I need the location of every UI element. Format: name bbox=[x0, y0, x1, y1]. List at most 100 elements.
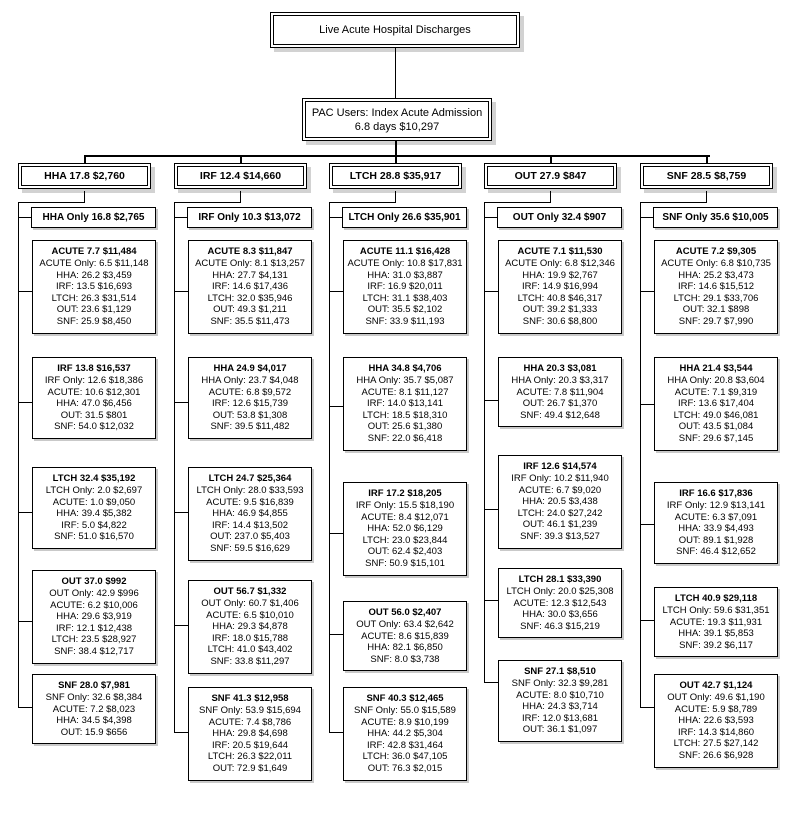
only-box-ltch-label: LTCH Only 26.6 $35,901 bbox=[348, 211, 461, 223]
connector-out-spine bbox=[484, 202, 485, 682]
detail-line: ACUTE: 6.7 $9,020 bbox=[518, 484, 602, 496]
detail-line: SNF: 26.6 $6,928 bbox=[678, 749, 754, 761]
detail-line: SNF: 29.7 $7,990 bbox=[678, 315, 754, 327]
connector-snf-head-left bbox=[640, 202, 707, 203]
detail-line: ACUTE: 8.4 $12,071 bbox=[361, 511, 449, 523]
detail-line: IRF: 14.6 $15,512 bbox=[677, 281, 755, 293]
detail-line: HHA: 39.1 $5,853 bbox=[678, 628, 754, 640]
detail-line: ACUTE: 12.3 $12,543 bbox=[513, 597, 607, 609]
detail-line: LTCH: 24.0 $27,242 bbox=[517, 507, 603, 519]
detail-line: ACUTE: 7.1 $9,319 bbox=[674, 386, 758, 398]
connector-irf-to-box-3 bbox=[174, 512, 188, 513]
root-node: Live Acute Hospital Discharges bbox=[270, 12, 520, 48]
detail-line: SNF Only: 53.9 $15,694 bbox=[199, 705, 301, 716]
detail-line: ACUTE: 8.9 $10,199 bbox=[361, 716, 449, 728]
detail-line: LTCH Only: 2.0 $2,697 bbox=[45, 485, 143, 496]
detail-line: LTCH: 40.8 $46,317 bbox=[517, 292, 603, 304]
connector-snf-head-down bbox=[706, 191, 707, 202]
connector-out-head-down bbox=[550, 191, 551, 202]
detail-line: SNF Only: 55.0 $15,589 bbox=[354, 705, 456, 716]
connector-bus-to-irf bbox=[240, 155, 242, 163]
detail-box: OUT 37.0 $992 OUT Only: 42.9 $996 ACUTE:… bbox=[32, 570, 156, 664]
connector-snf-to-box-3 bbox=[640, 524, 654, 525]
detail-line: ACUTE: 6.8 $9,572 bbox=[208, 386, 292, 398]
detail-line: OUT: 43.5 $1,084 bbox=[678, 421, 754, 433]
detail-line: SNF: 22.0 $6,418 bbox=[367, 432, 443, 444]
detail-title: HHA 21.4 $3,544 bbox=[679, 363, 753, 374]
detail-box: IRF 12.6 $14,574 IRF Only: 10.2 $11,940 … bbox=[498, 455, 622, 549]
detail-line: LTCH: 23.0 $23,844 bbox=[362, 534, 448, 546]
detail-line: IRF Only: 15.5 $18,190 bbox=[355, 500, 455, 511]
detail-line: SNF: 46.3 $15,219 bbox=[520, 620, 600, 632]
detail-box: ACUTE 7.1 $11,530 ACUTE Only: 6.8 $12,34… bbox=[498, 240, 622, 334]
detail-line: HHA: 29.8 $4,698 bbox=[212, 728, 288, 740]
detail-line: HHA: 52.0 $6,129 bbox=[367, 523, 443, 535]
connector-out-to-only bbox=[484, 217, 498, 218]
detail-line: OUT Only: 60.7 $1,406 bbox=[201, 598, 299, 609]
connector-out-to-box-3 bbox=[484, 509, 498, 510]
index-node-label: PAC Users: Index Acute Admission 6.8 day… bbox=[311, 106, 483, 133]
detail-line: SNF: 39.2 $6,117 bbox=[679, 639, 753, 651]
connector-snf-to-box-4 bbox=[640, 620, 654, 621]
detail-line: OUT: 89.1 $1,928 bbox=[678, 534, 754, 546]
detail-line: OUT: 53.8 $1,308 bbox=[212, 409, 288, 421]
detail-title: SNF 28.0 $7,981 bbox=[58, 680, 130, 691]
detail-line: OUT: 237.0 $5,403 bbox=[210, 531, 290, 543]
connector-irf-to-box-2 bbox=[174, 402, 188, 403]
connector-irf-head-left bbox=[174, 202, 241, 203]
detail-line: ACUTE: 8.1 $11,127 bbox=[361, 386, 449, 398]
column-head-hha: HHA 17.8 $2,760 bbox=[18, 163, 151, 189]
detail-line: HHA: 29.6 $3,919 bbox=[56, 611, 132, 623]
column-head-out: OUT 27.9 $847 bbox=[484, 163, 617, 189]
detail-line: IRF Only: 10.2 $11,940 bbox=[511, 473, 609, 484]
connector-ltch-to-box-5 bbox=[329, 732, 343, 733]
detail-title: OUT 37.0 $992 bbox=[61, 576, 127, 587]
connector-hha-to-box-4 bbox=[18, 621, 32, 622]
detail-line: ACUTE: 1.0 $9,050 bbox=[52, 496, 136, 508]
connector-hha-to-box-5 bbox=[18, 707, 32, 708]
detail-line: IRF: 16.9 $20,011 bbox=[367, 281, 443, 293]
detail-line: HHA: 31.0 $3,887 bbox=[367, 269, 443, 281]
connector-head-bus bbox=[84, 155, 710, 157]
connector-snf-to-box-1 bbox=[640, 291, 654, 292]
only-box-hha: HHA Only 16.8 $2,765 bbox=[31, 207, 156, 228]
column-head-ltch: LTCH 28.8 $35,917 bbox=[329, 163, 462, 189]
detail-title: SNF 27.1 $8,510 bbox=[524, 666, 596, 677]
detail-line: IRF: 14.3 $14,860 bbox=[677, 726, 755, 738]
detail-title: OUT 56.7 $1,332 bbox=[213, 586, 287, 597]
detail-line: SNF: 59.5 $16,629 bbox=[210, 542, 290, 554]
column-head-irf: IRF 12.4 $14,660 bbox=[174, 163, 307, 189]
detail-line: HHA Only: 20.3 $3,317 bbox=[511, 375, 609, 386]
detail-title: LTCH 24.7 $25,364 bbox=[208, 473, 292, 484]
detail-line: OUT: 72.9 $1,649 bbox=[212, 762, 288, 774]
detail-line: OUT: 15.9 $656 bbox=[60, 726, 128, 738]
detail-line: ACUTE: 6.3 $7,091 bbox=[674, 511, 758, 523]
detail-line: HHA: 46.9 $4,855 bbox=[212, 508, 288, 520]
detail-line: HHA: 82.1 $6,850 bbox=[367, 642, 443, 654]
detail-line: SNF: 39.5 $11,482 bbox=[210, 421, 290, 433]
detail-line: SNF: 25.9 $8,450 bbox=[56, 315, 132, 327]
detail-line: IRF: 12.0 $13,681 bbox=[521, 712, 599, 724]
detail-line: ACUTE: 6.5 $10,010 bbox=[206, 609, 294, 621]
connector-bus-to-ltch bbox=[395, 155, 397, 163]
detail-line: LTCH: 23.5 $28,927 bbox=[51, 634, 137, 646]
detail-line: SNF: 29.6 $7,145 bbox=[678, 432, 754, 444]
only-box-snf: SNF Only 35.6 $10,005 bbox=[653, 207, 778, 228]
detail-line: ACUTE: 7.8 $11,904 bbox=[516, 386, 604, 398]
detail-title: HHA 34.8 $4,706 bbox=[368, 363, 442, 374]
detail-line: ACUTE Only: 10.8 $17,831 bbox=[347, 258, 463, 269]
connector-snf-to-only bbox=[640, 217, 654, 218]
detail-line: SNF: 46.4 $12,652 bbox=[676, 546, 756, 558]
connector-ltch-to-only bbox=[329, 217, 343, 218]
connector-bus-to-hha bbox=[84, 155, 86, 163]
detail-line: SNF Only: 32.6 $8,384 bbox=[45, 692, 143, 703]
detail-line: OUT: 25.6 $1,380 bbox=[367, 421, 443, 433]
detail-title: ACUTE 7.2 $9,305 bbox=[675, 246, 757, 257]
detail-line: SNF: 8.0 $3,738 bbox=[370, 653, 440, 665]
detail-line: SNF: 39.3 $13,527 bbox=[520, 530, 600, 542]
connector-ltch-to-box-4 bbox=[329, 634, 343, 635]
detail-line: HHA: 27.7 $4,131 bbox=[212, 269, 288, 281]
detail-line: OUT Only: 42.9 $996 bbox=[49, 588, 139, 599]
detail-line: HHA: 44.2 $5,304 bbox=[367, 728, 443, 740]
detail-box: LTCH 24.7 $25,364 LTCH Only: 28.0 $33,59… bbox=[188, 467, 312, 561]
